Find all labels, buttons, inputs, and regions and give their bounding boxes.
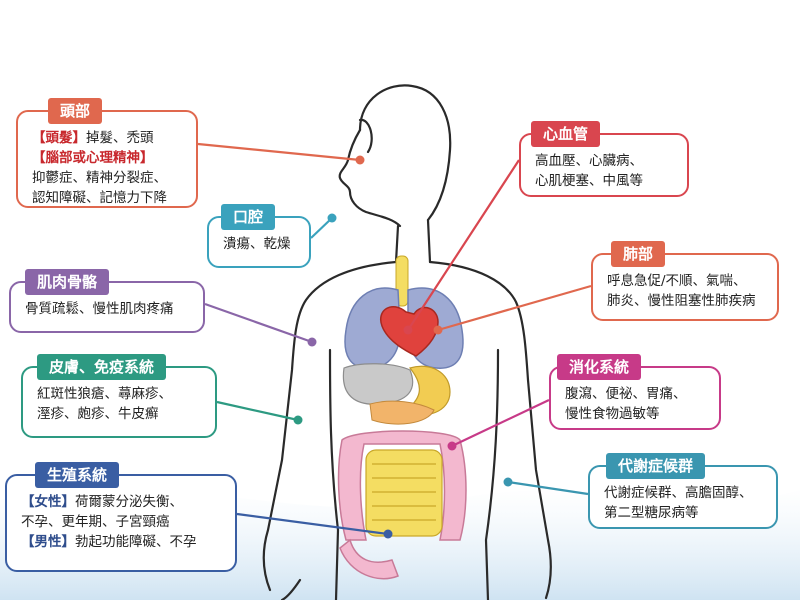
card-repro-line2: 不孕、更年期、子宮頸癌 bbox=[21, 514, 170, 530]
connector-meta bbox=[507, 480, 589, 496]
connector-heart bbox=[407, 159, 520, 331]
card-mouth-line1: 潰瘍、乾燥 bbox=[223, 236, 291, 252]
card-heart-title: 心血管 bbox=[531, 121, 601, 147]
card-lung-line2: 肺炎、慢性阻塞性肺疾病 bbox=[607, 293, 756, 309]
card-digest-line1: 腹瀉、便祕、胃痛、 bbox=[565, 386, 687, 402]
card-heart: 心血管 高血壓、心臟病、 心肌梗塞、中風等 bbox=[519, 121, 689, 197]
card-head-hair-tag: 【頭髮】 bbox=[32, 130, 86, 146]
card-head-line1: 【頭髮】掉髮、禿頭 bbox=[32, 128, 186, 148]
liver bbox=[342, 363, 414, 405]
connector-muscle bbox=[204, 302, 313, 344]
card-skin-line1: 紅斑性狼瘡、蕁麻疹、 bbox=[37, 386, 172, 402]
card-head-title: 頭部 bbox=[48, 98, 103, 124]
connector-repro bbox=[236, 512, 389, 536]
card-meta: 代謝症候群 代謝症候群、高膽固醇、 第二型糖尿病等 bbox=[588, 453, 778, 529]
card-digest: 消化系統 腹瀉、便祕、胃痛、 慢性食物過敏等 bbox=[549, 354, 721, 430]
stomach bbox=[402, 365, 451, 416]
card-head-hair-text: 掉髮、禿頭 bbox=[86, 130, 154, 146]
card-digest-line2: 慢性食物過敏等 bbox=[565, 406, 660, 422]
card-digest-title: 消化系統 bbox=[557, 354, 642, 380]
connector-digest bbox=[451, 399, 550, 447]
connectors bbox=[197, 142, 592, 539]
card-lung: 肺部 呼息急促/不順、氣喘、 肺炎、慢性阻塞性肺疾病 bbox=[591, 241, 779, 321]
card-skin-line2: 溼疹、皰疹、牛皮癬 bbox=[37, 406, 159, 422]
card-repro-line3: 【男性】勃起功能障礙、不孕 bbox=[21, 532, 225, 552]
pancreas bbox=[369, 400, 435, 425]
card-mouth-title: 口腔 bbox=[221, 204, 276, 230]
card-skin-title: 皮膚、免疫系統 bbox=[37, 354, 167, 380]
rectum bbox=[339, 538, 399, 580]
card-meta-line2: 第二型糖尿病等 bbox=[604, 505, 699, 521]
card-repro-title: 生殖系統 bbox=[35, 462, 120, 488]
card-heart-line2: 心肌梗塞、中風等 bbox=[535, 173, 643, 189]
card-head-brain-tag: 【腦部或心理精神】 bbox=[32, 150, 154, 166]
small-intestine bbox=[365, 449, 443, 537]
card-heart-line1: 高血壓、心臟病、 bbox=[535, 153, 643, 169]
connector-head bbox=[197, 142, 361, 162]
card-mouth: 口腔 潰瘍、乾燥 bbox=[207, 204, 311, 268]
connector-mouth bbox=[310, 217, 333, 239]
trachea bbox=[395, 255, 409, 307]
card-repro-female-text: 荷爾蒙分泌失衡、 bbox=[75, 494, 183, 510]
card-lung-line1: 呼息急促/不順、氣喘、 bbox=[607, 273, 747, 289]
card-head-line3: 抑鬱症、精神分裂症、 bbox=[32, 170, 167, 186]
card-repro-male-tag: 【男性】 bbox=[21, 534, 75, 550]
card-head-line4: 認知障礙、記憶力下降 bbox=[32, 190, 167, 206]
card-repro: 生殖系統 【女性】荷爾蒙分泌失衡、 不孕、更年期、子宮頸癌 【男性】勃起功能障礙… bbox=[5, 462, 237, 572]
card-repro-female-tag: 【女性】 bbox=[21, 494, 75, 510]
card-head: 頭部 【頭髮】掉髮、禿頭 【腦部或心理精神】 抑鬱症、精神分裂症、 認知障礙、記… bbox=[16, 98, 198, 208]
connector-lung bbox=[437, 284, 592, 332]
card-repro-line1: 【女性】荷爾蒙分泌失衡、 bbox=[21, 492, 225, 512]
card-muscle-title: 肌肉骨骼 bbox=[25, 269, 110, 295]
card-lung-title: 肺部 bbox=[611, 241, 666, 267]
card-meta-line1: 代謝症候群、高膽固醇、 bbox=[604, 485, 753, 501]
card-muscle: 肌肉骨骼 骨質疏鬆、慢性肌肉疼痛 bbox=[9, 269, 205, 333]
card-meta-title: 代謝症候群 bbox=[606, 453, 706, 479]
card-repro-male-text: 勃起功能障礙、不孕 bbox=[75, 534, 197, 550]
card-skin: 皮膚、免疫系統 紅斑性狼瘡、蕁麻疹、 溼疹、皰疹、牛皮癬 bbox=[21, 354, 217, 438]
body-outline bbox=[262, 84, 552, 600]
card-muscle-line1: 骨質疏鬆、慢性肌肉疼痛 bbox=[25, 301, 174, 317]
connector-skin bbox=[216, 400, 299, 422]
